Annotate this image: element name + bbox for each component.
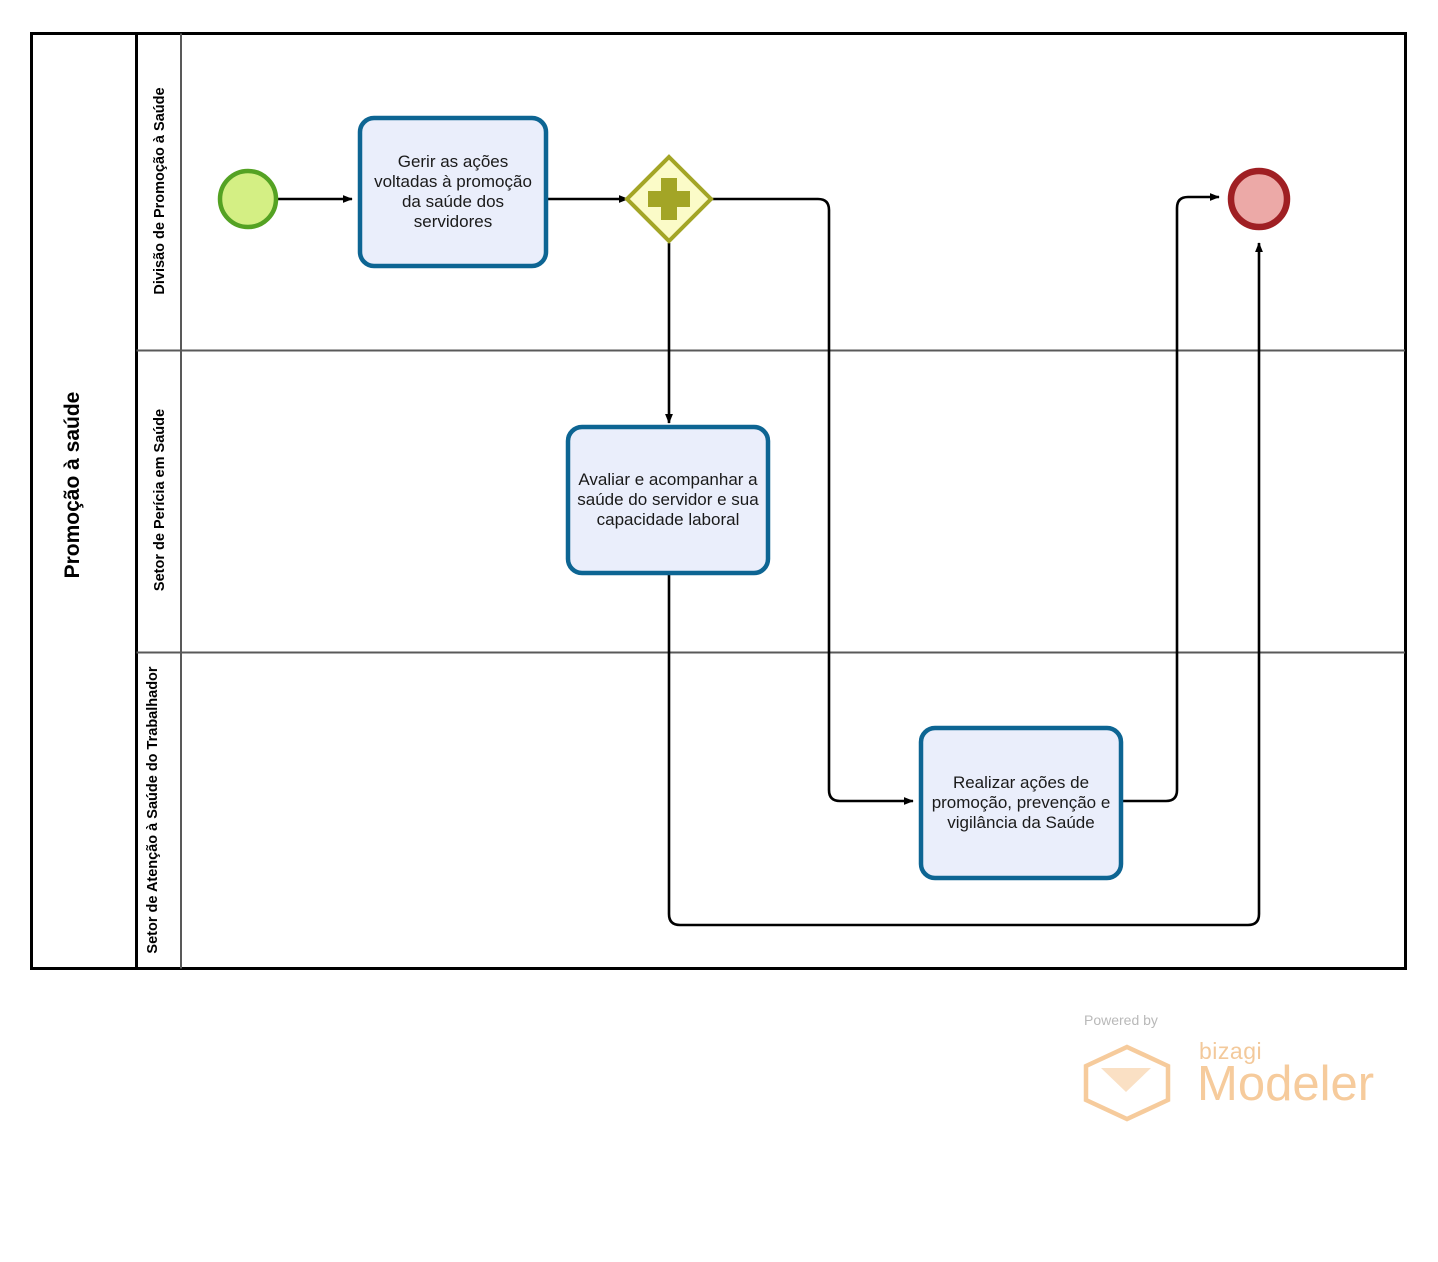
- lane-title-setor-atencao-saude-trabalhador: Setor de Atenção à Saúde do Trabalhador: [145, 666, 161, 954]
- sequence-flows: [278, 193, 1263, 927]
- lane-dividers: [136, 33, 1405, 969]
- flow-gateway-to-realizar: [711, 197, 914, 805]
- task-realizar[interactable]: [918, 725, 1124, 881]
- end-event[interactable]: [1227, 167, 1291, 231]
- powered-by-text: Powered by: [1084, 1012, 1158, 1028]
- lane-title-setor-pericia-saude: Setor de Perícia em Saúde: [152, 408, 168, 592]
- plus-icon: [648, 178, 690, 220]
- bizagi-brand-text: bizagi: [1199, 1038, 1263, 1064]
- parallel-gateway[interactable]: [624, 154, 714, 244]
- task-gerir[interactable]: [357, 115, 549, 269]
- bizagi-hexagon-logo-icon: [1083, 1044, 1171, 1122]
- pool-title: Promoção à saúde: [61, 391, 84, 579]
- modeler-product-text: Modeler: [1197, 1057, 1375, 1111]
- flow-avaliar-to-end: [667, 242, 1263, 927]
- task-avaliar[interactable]: [565, 424, 771, 576]
- bizagi-watermark: Powered by bizagi Modeler: [1075, 1012, 1374, 1122]
- lane-title-divisao-promocao-saude: Divisão de Promoção à Saúde: [152, 87, 168, 295]
- start-event[interactable]: [217, 168, 279, 230]
- flow-realizar-to-end: [1122, 193, 1220, 803]
